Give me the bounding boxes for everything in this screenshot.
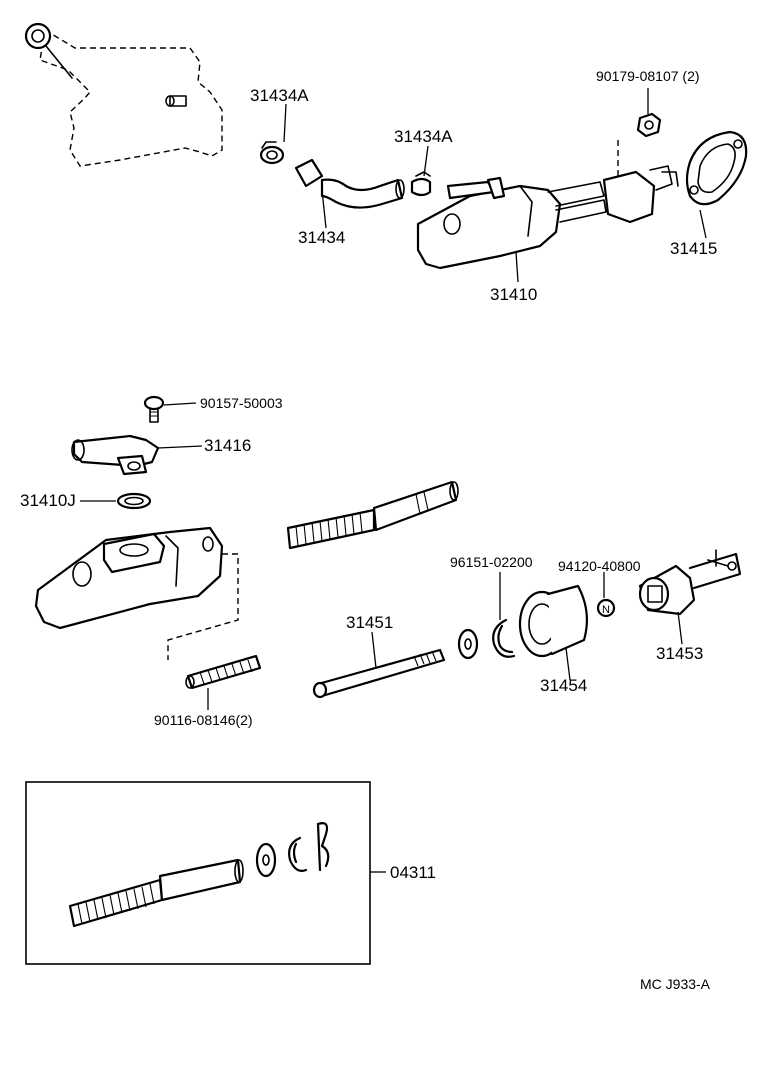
illustration-code: MC J933-A bbox=[640, 976, 711, 992]
label-stud-bolt: 90116-08146(2) bbox=[154, 712, 253, 728]
leader-lines bbox=[80, 88, 707, 873]
label-clevis: 31453 bbox=[656, 644, 704, 663]
n-marker: N bbox=[596, 598, 616, 618]
label-boot: 31454 bbox=[540, 676, 588, 695]
label-nut-n: 94120-40800 bbox=[558, 558, 641, 574]
hose-clip-right-drawing bbox=[410, 171, 432, 197]
label-gasket: 31415 bbox=[670, 239, 718, 258]
label-nut: 90179-08107 (2) bbox=[596, 68, 700, 84]
screw-drawing bbox=[143, 395, 165, 423]
o-ring-drawing bbox=[116, 492, 152, 510]
label-hose-clip-upper: 31434A bbox=[250, 86, 309, 105]
union-drawing bbox=[71, 434, 160, 476]
gasket-drawing bbox=[685, 130, 748, 206]
hose-clip-upper-drawing bbox=[259, 141, 285, 165]
nut-drawing bbox=[617, 112, 662, 178]
cylinder-body-drawing bbox=[34, 526, 224, 630]
label-screw: 90157-50003 bbox=[200, 395, 283, 411]
repair-kit-box bbox=[25, 781, 371, 965]
label-repair-kit: 04311 bbox=[390, 863, 437, 882]
push-rod-drawing bbox=[312, 648, 446, 699]
pedal-bracket-outline bbox=[24, 22, 223, 167]
reservoir-hose-drawing bbox=[294, 158, 405, 209]
clevis-drawing bbox=[638, 549, 742, 616]
label-o-ring: 31410J bbox=[20, 491, 76, 510]
label-hose-clip-right: 31434A bbox=[394, 127, 453, 146]
label-union: 31416 bbox=[204, 436, 252, 455]
master-cylinder-assembly-drawing bbox=[416, 165, 679, 270]
stud-bolt-drawing bbox=[185, 654, 262, 690]
label-push-rod: 31451 bbox=[346, 613, 394, 632]
n-marker-text: N bbox=[602, 604, 610, 616]
label-snap-ring: 96151-02200 bbox=[450, 554, 533, 570]
washer-drawing bbox=[457, 628, 479, 660]
piston-spring-drawing bbox=[286, 480, 459, 550]
snap-ring-drawing bbox=[492, 618, 516, 658]
label-master-cylinder-assy: 31410 bbox=[490, 285, 538, 304]
boot-drawing bbox=[518, 584, 589, 658]
label-reservoir-hose: 31434 bbox=[298, 228, 346, 247]
